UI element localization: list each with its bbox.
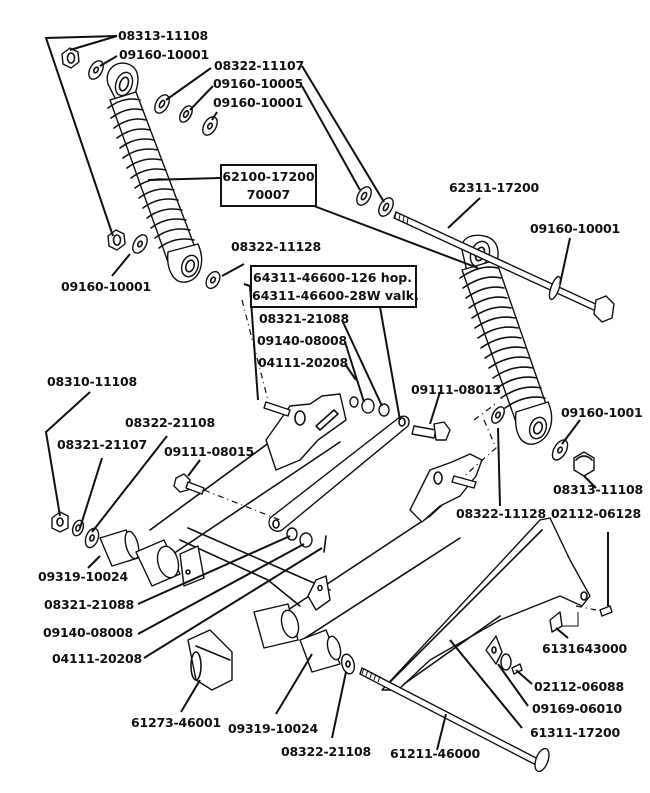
part-label: 62100-17200 — [222, 169, 315, 184]
part-label: 04111-20208 — [258, 355, 348, 370]
part-label: 08313-11108 — [118, 28, 208, 43]
washer-icon — [356, 186, 394, 217]
axle-icon — [359, 667, 550, 773]
torque-arm-part-box: 64311-46600-126 hop. 64311-46600-28W val… — [250, 265, 419, 308]
part-label: 08322-11128 — [231, 239, 321, 254]
part-label: 62311-17200 — [449, 180, 539, 195]
part-label: 09160-10001 — [530, 221, 620, 236]
screw-icon — [500, 605, 613, 675]
part-label: 64311-46600-126 hop. — [253, 270, 412, 285]
part-label: 08322-11107 — [214, 58, 304, 73]
top-left-nut-icon — [61, 47, 80, 69]
square-nut-icon — [549, 611, 579, 633]
part-label: 70007 — [246, 187, 291, 202]
right-pivot-bushing-icon — [253, 603, 356, 675]
part-label: 02112-06128 — [551, 506, 641, 521]
part-label: 61211-46000 — [390, 746, 480, 761]
shock-absorber-part-box: 62100-17200 70007 — [220, 164, 317, 207]
part-label: 08321-21088 — [259, 311, 349, 326]
part-label: 09111-08015 — [164, 444, 254, 459]
bolt-icon — [173, 473, 205, 495]
part-label: 08322-11128 — [456, 506, 546, 521]
lower-right-nut-icon — [491, 406, 595, 477]
clip-icon — [187, 629, 233, 691]
lower-left-nut-icon — [107, 229, 221, 290]
part-label: 09160-10001 — [61, 279, 151, 294]
left-pivot-bushing-icon — [99, 529, 205, 587]
part-label: 64311-46600-28W valk. — [252, 288, 419, 303]
part-label: 04111-20208 — [52, 651, 142, 666]
part-label: 09140-08008 — [257, 333, 347, 348]
left-shock-absorber — [106, 62, 203, 283]
part-label: 09160-10005 — [213, 76, 303, 91]
part-label: 09169-06010 — [532, 701, 622, 716]
part-label: 09111-08013 — [411, 382, 501, 397]
part-label: 08313-11108 — [553, 482, 643, 497]
part-label: 08310-11108 — [47, 374, 137, 389]
part-label: 61273-46001 — [131, 715, 221, 730]
part-label: 09160-10001 — [119, 47, 209, 62]
top-left-washer-icon — [88, 60, 104, 80]
chain-case-icon — [381, 517, 591, 691]
long-bolt-icon — [393, 211, 615, 323]
part-label: 08322-21108 — [125, 415, 215, 430]
part-label: 08322-21108 — [281, 744, 371, 759]
part-label: 08321-21088 — [44, 597, 134, 612]
part-label: 09160-10001 — [213, 95, 303, 110]
part-label: 09160-1001 — [561, 405, 643, 420]
bolt-icon — [411, 421, 451, 441]
part-label: 02112-06088 — [534, 679, 624, 694]
part-label: 09319-10024 — [38, 569, 128, 584]
part-label: 09140-08008 — [43, 625, 133, 640]
center-lines — [203, 299, 597, 611]
swingarm — [149, 393, 483, 641]
washer-icon — [154, 94, 218, 136]
part-label: 09319-10024 — [228, 721, 318, 736]
part-label: 61311-17200 — [530, 725, 620, 740]
part-label: 08321-21107 — [57, 437, 147, 452]
part-label: 6131643000 — [542, 641, 627, 656]
